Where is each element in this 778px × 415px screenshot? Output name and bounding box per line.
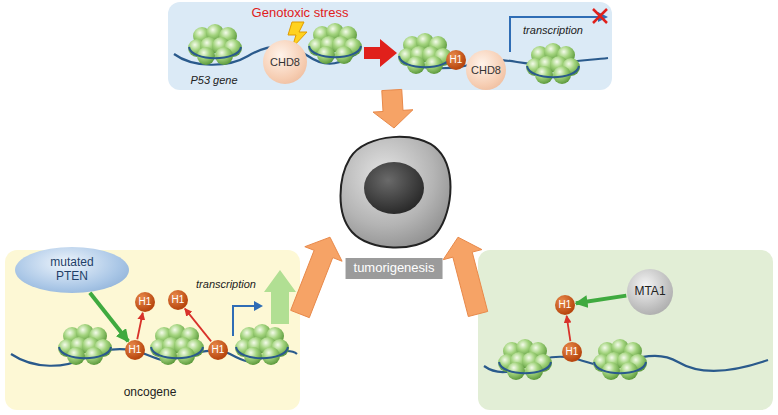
arrow-head xyxy=(254,301,263,311)
histone-circle: H1 xyxy=(125,340,145,360)
histone-circle: H1 xyxy=(208,340,228,360)
stress-label: Genotoxic stress xyxy=(252,6,349,21)
nucleosome xyxy=(593,339,647,380)
node-label: H1 xyxy=(559,299,572,311)
cell-body xyxy=(341,137,451,248)
node-label: H1 xyxy=(212,344,225,356)
histone-circle: H1 xyxy=(562,342,582,362)
transcription-label: transcription xyxy=(196,278,256,291)
block-arrow xyxy=(443,237,487,316)
protein-circle: CHD8 xyxy=(263,40,307,84)
nucleosome xyxy=(235,324,289,365)
node-label: H1 xyxy=(172,294,185,306)
node-label: H1 xyxy=(566,346,579,358)
node-label: CHD8 xyxy=(471,64,501,77)
protein-circle: MTA1 xyxy=(627,269,673,315)
block-arrow xyxy=(291,237,342,317)
red-arrow xyxy=(364,39,397,67)
histone-circle: H1 xyxy=(555,295,575,315)
cell-nucleus xyxy=(364,162,424,214)
transcription-arrow xyxy=(510,17,599,52)
regulation-arrow xyxy=(185,309,211,342)
regulation-arrow xyxy=(576,296,626,304)
pathway-panel: Genotoxic stressP53 gene transcriptionCHD… xyxy=(168,2,612,90)
regulation-arrow xyxy=(137,313,143,339)
node-label: H1 xyxy=(139,296,152,308)
pathway-panel: MTA1H1H1 xyxy=(478,250,773,410)
nucleosome xyxy=(308,23,362,64)
node-label: H1 xyxy=(450,54,463,66)
transcription-arrow xyxy=(233,306,255,336)
protein-circle: CHD8 xyxy=(466,50,506,90)
upregulation-arrow xyxy=(264,270,296,324)
node-label: CHD8 xyxy=(270,56,300,69)
node-label: MTA1 xyxy=(634,285,665,299)
nucleosome xyxy=(150,324,204,365)
nucleosome xyxy=(58,324,112,365)
histone-circle: H1 xyxy=(446,50,466,70)
histone-circle: H1 xyxy=(135,292,155,312)
outcome-label: tumorigenesis xyxy=(346,258,443,279)
gene-label: oncogene xyxy=(124,386,177,400)
transcription-label: transcription xyxy=(523,24,583,37)
gene-label: P53 gene xyxy=(190,74,237,87)
histone-circle: H1 xyxy=(168,290,188,310)
nucleosome xyxy=(398,33,452,74)
block-cross xyxy=(593,9,607,23)
tumor-cell: tumorigenesis xyxy=(330,128,458,284)
node-label: mutated PTEN xyxy=(40,256,104,284)
node-label: H1 xyxy=(129,344,142,356)
nucleosome xyxy=(188,24,242,65)
regulation-arrow xyxy=(90,293,128,342)
regulation-arrow xyxy=(567,316,571,341)
nucleosome xyxy=(498,339,552,380)
block-arrow xyxy=(373,89,413,128)
protein-ellipse: mutated PTEN xyxy=(15,247,129,293)
pathway-panel: transcriptiononcogenemutated PTENH1H1H1H… xyxy=(5,250,300,410)
nucleosome xyxy=(526,43,580,84)
chromatin-illustration xyxy=(478,250,773,410)
